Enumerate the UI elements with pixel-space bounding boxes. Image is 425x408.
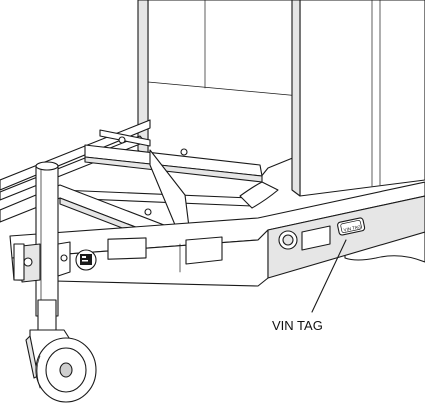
vin-tag-callout-label: VIN TAG <box>272 318 323 333</box>
cabinet-enclosure <box>137 0 425 197</box>
vin-tag-plate: VIN TAG <box>337 217 366 236</box>
grommet-icon <box>278 230 298 250</box>
callout-leader-line <box>311 239 347 313</box>
decal-icon <box>75 249 97 271</box>
vin-tag-plate-text: VIN TAG <box>343 224 362 233</box>
tongue-jack <box>13 161 97 403</box>
